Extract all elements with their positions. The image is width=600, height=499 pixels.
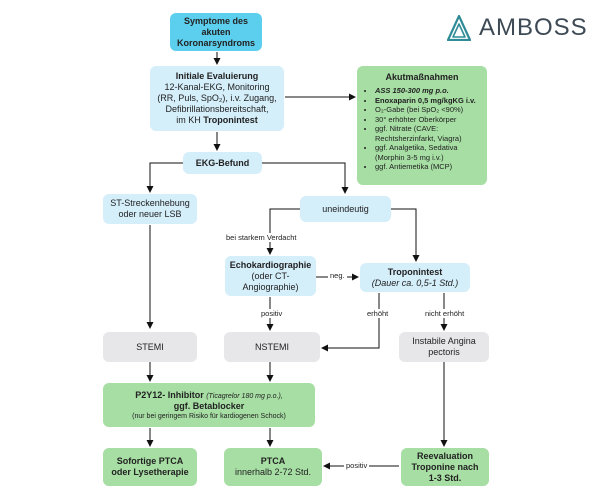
arrow-ekg-uneindeutig xyxy=(262,162,349,194)
node-evaluierung-line2: (RR, Puls, SpO₂), i.v. Zugang, xyxy=(157,93,277,103)
node-sofortige-line1: Sofortige PTCA xyxy=(116,456,184,466)
node-reeval-line1: Reevaluation xyxy=(416,450,474,461)
edge-label-erhoeht: erhöht xyxy=(365,309,391,318)
node-evaluierung-line4-bold: Troponintest xyxy=(203,115,258,125)
node-akut-list: ASS 150-300 mg p.o. Enoxaparin 0,5 mg/kg… xyxy=(365,86,479,172)
node-akut-item: O₂-Gabe (bei SpO₂ <90%) xyxy=(375,105,479,115)
node-akut-title: Akutmaßnahmen xyxy=(385,72,459,82)
node-ptca: PTCA innerhalb 2-72 Std. xyxy=(224,448,322,486)
node-akut-item: ASS 150-300 mg p.o. xyxy=(375,86,479,96)
amboss-logo: AMBOSS xyxy=(447,14,588,42)
node-symptome: Symptome des akuten Koronarsyndroms xyxy=(170,13,262,51)
amboss-logo-icon xyxy=(447,15,471,41)
node-nstemi: NSTEMI xyxy=(224,332,320,362)
arrow-uneindeutig-tropo xyxy=(391,208,420,262)
node-uneindeutig-text: uneindeutig xyxy=(322,203,369,214)
node-evaluierung-line4-prefix: im KH xyxy=(176,115,201,125)
node-evaluierung-title: Initiale Evaluierung xyxy=(175,71,259,81)
node-echokardiographie: Echokardiographie (oder CT-Angiographie) xyxy=(225,256,316,296)
node-instabil-line2: pectoris xyxy=(428,347,460,357)
node-reevaluation: Reevaluation Troponine nach 1-3 Std. xyxy=(401,448,489,486)
node-st-streckenhebung: ST-Streckenhebung oder neuer LSB xyxy=(103,194,197,224)
node-ptca-sub: innerhalb 2-72 Std. xyxy=(234,467,312,477)
node-ekg-text: EKG-Befund xyxy=(195,157,250,168)
node-tropo-sub: (Dauer ca. 0,5-1 Std.) xyxy=(371,277,459,288)
node-akut-item: Enoxaparin 0,5 mg/kgKG i.v. xyxy=(375,96,479,106)
node-evaluierung-line1: 12-Kanal-EKG, Monitoring xyxy=(164,82,270,92)
edge-label-positiv-echo: positiv xyxy=(259,309,285,318)
node-evaluierung: Initiale Evaluierung 12-Kanal-EKG, Monit… xyxy=(150,66,284,131)
node-p2y12-title-note: (Ticagrelor 180 mg p.o.), xyxy=(206,392,283,400)
node-ekg-befund: EKG-Befund xyxy=(183,152,262,174)
node-ptca-title: PTCA xyxy=(260,456,286,466)
arrow-ekg-st xyxy=(146,162,183,193)
node-reeval-line2: Troponine nach xyxy=(411,461,479,472)
node-echo-title: Echokardiographie xyxy=(229,259,312,270)
node-reeval-line3: 1-3 Std. xyxy=(428,472,462,483)
node-instabil-line1: Instabile Angina xyxy=(412,336,476,346)
arrow-tropo-nstemi xyxy=(321,293,380,352)
node-p2y12-note: (nur bei geringem Risiko für kardiogenen… xyxy=(132,412,286,420)
node-st-line1: ST-Streckenhebung xyxy=(110,198,190,208)
edge-label-nicht-erhoeht: nicht erhöht xyxy=(423,309,467,318)
node-akut-item: ggf. Antiemetika (MCP) xyxy=(375,162,479,172)
node-tropo-title: Troponintest xyxy=(387,266,443,277)
node-echo-sub: (oder CT-Angiographie) xyxy=(242,270,299,292)
node-sofortige-ptca: Sofortige PTCA oder Lysetherapie xyxy=(103,448,197,486)
node-akutmassnahmen: Akutmaßnahmen ASS 150-300 mg p.o. Enoxap… xyxy=(357,66,487,185)
node-p2y12-line2: ggf. Betablocker xyxy=(173,400,245,411)
node-stemi: STEMI xyxy=(103,332,197,362)
edge-label-neg: neg. xyxy=(328,271,347,280)
node-p2y12-inhibitor: P2Y12- Inhibitor (Ticagrelor 180 mg p.o.… xyxy=(103,383,315,427)
node-p2y12-title: P2Y12- Inhibitor xyxy=(135,389,204,400)
node-stemi-text: STEMI xyxy=(136,341,164,352)
edge-label-positiv-reeval: positiv xyxy=(344,461,370,470)
node-st-line2: oder neuer LSB xyxy=(118,209,182,219)
node-evaluierung-line4: im KH Troponintest xyxy=(176,115,258,126)
node-akut-item: ggf. Analgetika, Sedativa (Morphin 3-5 m… xyxy=(375,143,479,162)
node-symptome-text: Symptome des akuten Koronarsyndroms xyxy=(176,15,256,48)
node-akut-item: 30° erhöhter Oberkörper xyxy=(375,115,479,125)
node-uneindeutig: uneindeutig xyxy=(300,196,391,222)
node-troponintest: Troponintest (Dauer ca. 0,5-1 Std.) xyxy=(360,263,470,292)
node-sofortige-line2: oder Lysetherapie xyxy=(111,467,189,477)
node-p2y12-line1: P2Y12- Inhibitor (Ticagrelor 180 mg p.o.… xyxy=(135,390,283,401)
node-instabile-angina: Instabile Angina pectoris xyxy=(399,332,489,362)
amboss-logo-text: AMBOSS xyxy=(479,14,588,41)
edge-label-starker-verdacht: bei starkem Verdacht xyxy=(224,233,299,242)
node-nstemi-text: NSTEMI xyxy=(254,341,289,352)
node-akut-item: ggf. Nitrate (CAVE: Rechtsherzinfarkt, V… xyxy=(375,124,479,143)
arrow-uneindeutig-echo xyxy=(266,208,300,255)
node-evaluierung-line3: Defibrillationsbereitschaft, xyxy=(165,104,269,114)
